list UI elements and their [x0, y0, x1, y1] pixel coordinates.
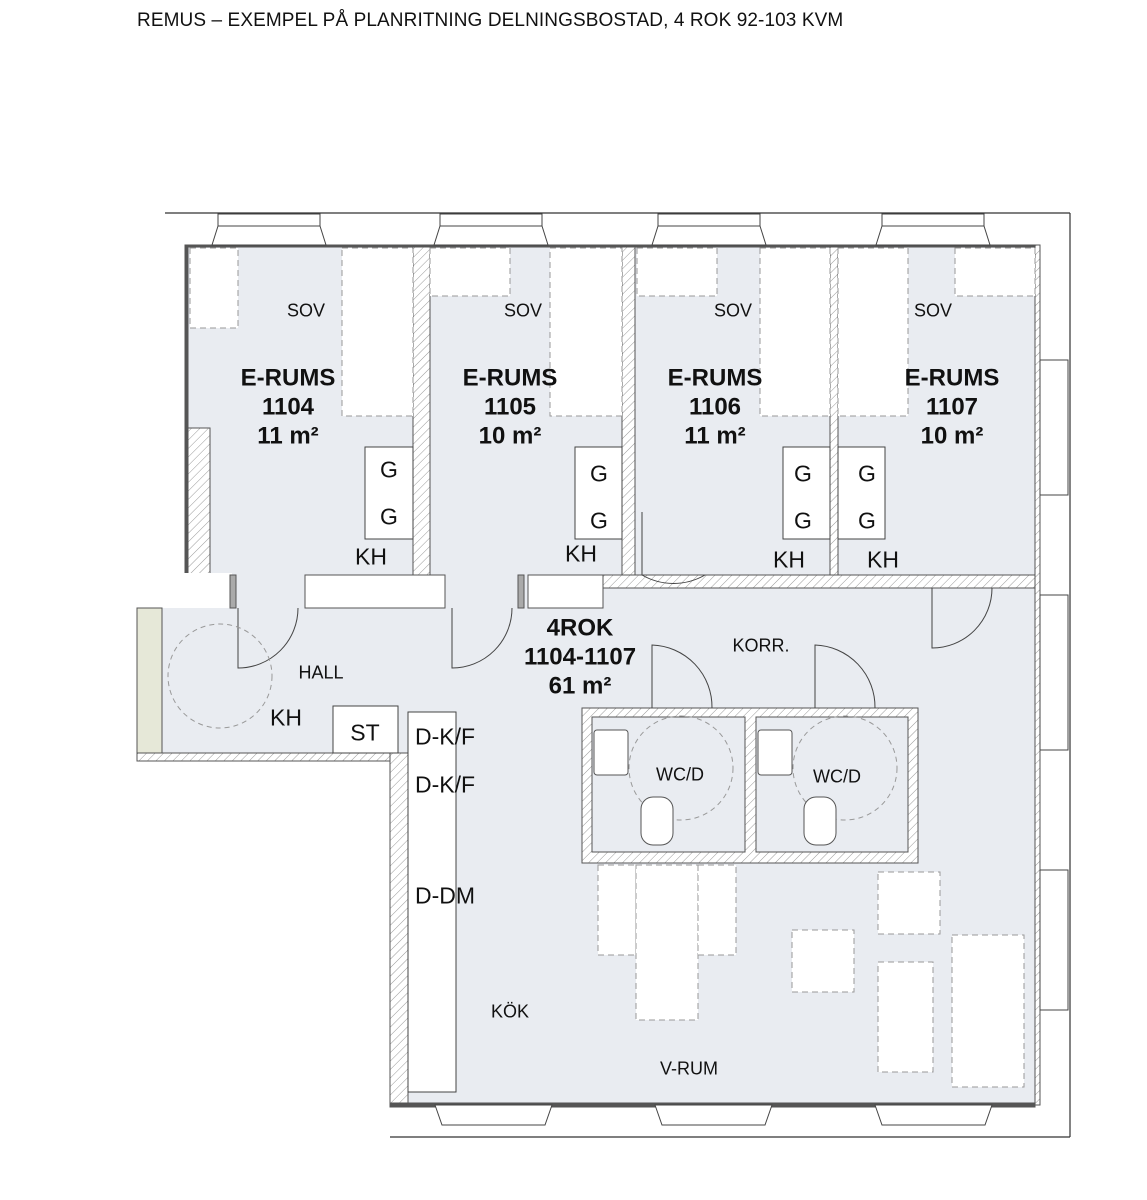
wardrobe-label: G — [380, 456, 398, 483]
bedroom-1104-label: E-RUMS 1104 11 m² — [241, 364, 336, 451]
bedroom-1106-label: E-RUMS 1106 11 m² — [668, 364, 763, 451]
hat-shelf-label: KH — [773, 546, 805, 573]
kitchen-label: KÖK — [490, 1001, 530, 1022]
room-area: 11 m² — [684, 422, 746, 450]
doors — [167, 512, 993, 729]
bedroom-1105-label: E-RUMS 1105 10 m² — [463, 364, 558, 451]
room-number: 1104 — [261, 393, 315, 421]
apartment-name: 4ROK — [546, 614, 614, 642]
hat-shelf-label: KH — [565, 540, 597, 567]
bedroom-1106-type: SOV — [713, 300, 753, 321]
wardrobe-label: G — [794, 460, 812, 487]
page-title: REMUS – EXEMPEL PÅ PLANRITNING DELNINGSB… — [137, 10, 844, 31]
apartment-label: 4ROK 1104-1107 61 m² — [524, 614, 636, 701]
bedroom-1105-type: SOV — [503, 300, 543, 321]
furniture — [189, 247, 1036, 1088]
fridge-freezer-label: D-K/F — [414, 723, 476, 750]
dishwasher-label: D-DM — [414, 882, 476, 909]
hat-shelf-label: KH — [270, 704, 302, 731]
wardrobe-label: G — [858, 460, 876, 487]
wardrobe-label: G — [380, 503, 398, 530]
wardrobe-label: G — [858, 507, 876, 534]
room-number: 1107 — [925, 393, 979, 421]
wardrobe-label: G — [590, 460, 608, 487]
hat-shelf-label: KH — [355, 543, 387, 570]
fridge-freezer-label: D-K/F — [414, 771, 476, 798]
room-area: 11 m² — [257, 422, 319, 450]
room-number: 1106 — [688, 393, 742, 421]
room-name: E-RUMS — [240, 364, 336, 392]
windows — [211, 213, 1069, 1126]
wc1-label: WC/D — [656, 764, 704, 785]
wardrobes — [332, 446, 886, 1093]
corridor-label: KORR. — [732, 635, 790, 656]
apartment-area: 61 m² — [548, 672, 612, 700]
bedroom-1104-type: SOV — [286, 300, 326, 321]
living-room-label: V-RUM — [660, 1058, 718, 1079]
room-name: E-RUMS — [904, 364, 1000, 392]
outer-walls — [165, 212, 1071, 1138]
bedroom-1107-type: SOV — [913, 300, 953, 321]
wardrobe-label: G — [794, 507, 812, 534]
room-name: E-RUMS — [667, 364, 763, 392]
room-area: 10 m² — [478, 422, 542, 450]
hat-shelf-label: KH — [867, 546, 899, 573]
room-name: E-RUMS — [462, 364, 558, 392]
wc2-label: WC/D — [813, 766, 861, 787]
storage-label: ST — [350, 719, 380, 746]
room-number: 1105 — [483, 393, 537, 421]
wc-blocks — [581, 707, 919, 864]
wardrobe-label: G — [590, 507, 608, 534]
room-area: 10 m² — [920, 422, 984, 450]
bedroom-1107-label: E-RUMS 1107 10 m² — [905, 364, 1000, 451]
apartment-numbers: 1104-1107 — [523, 643, 637, 671]
hall-label: HALL — [298, 662, 344, 683]
